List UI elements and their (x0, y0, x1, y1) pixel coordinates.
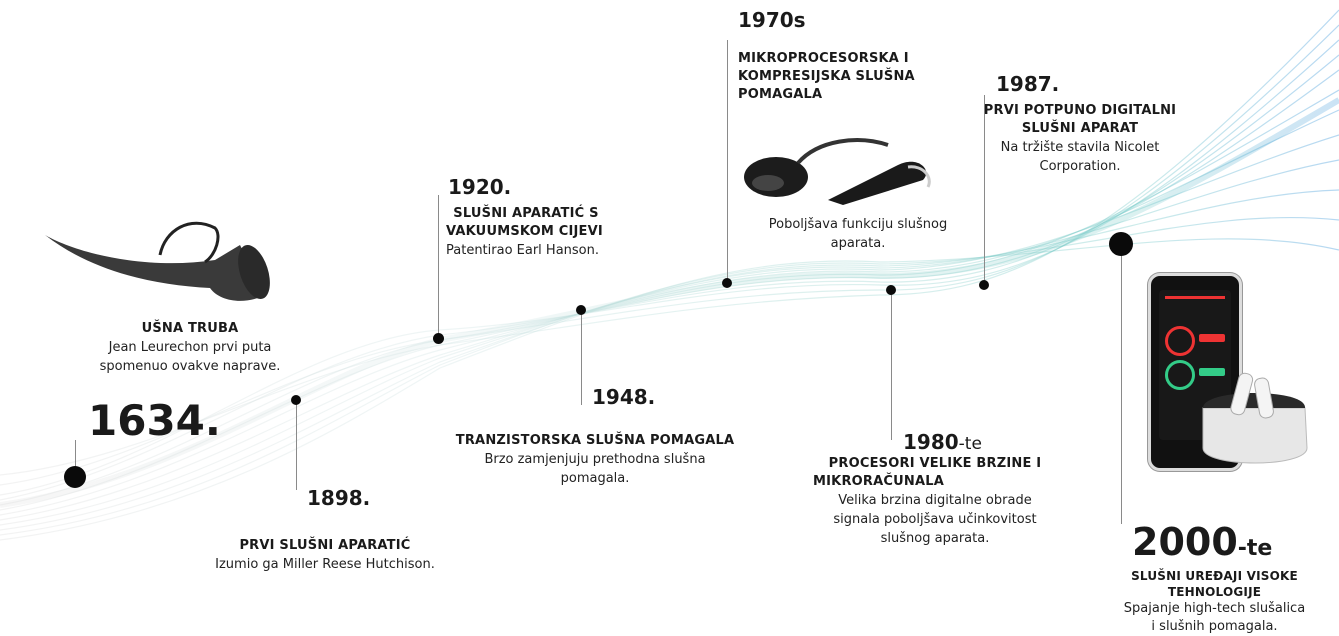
event-1987-title-line: PRVI POTPUNO DIGITALNI (983, 103, 1177, 118)
event-1970s-year-number: 1970s (738, 8, 806, 32)
event-1987-desc-line: Na tržište stavila Nicolet (1000, 140, 1160, 155)
event-1898-text: PRVI SLUŠNI APARATIĆ Izumio ga Miller Re… (175, 537, 475, 574)
event-2000te-title-line: TEHNOLOGIJE (1167, 585, 1262, 599)
event-1920-year-suffix: . (503, 175, 512, 199)
event-2000te-title-line: SLUŠNI UREĐAJI VISOKE (1131, 569, 1298, 583)
timeline-dot-2000te (1109, 232, 1133, 256)
connector-line-1980te (891, 290, 892, 440)
event-1980te-year-number: 1980 (903, 430, 959, 454)
event-1987-desc-line: Corporation. (1039, 159, 1121, 174)
earbuds-case-image (1202, 372, 1308, 464)
event-1634-year-number: 1634 (88, 396, 205, 445)
event-1634-desc-line: Jean Leurechon prvi puta (108, 340, 272, 355)
timeline-dot-1948 (576, 305, 586, 315)
event-1980te-desc-line: slušnog aparata. (880, 531, 990, 546)
event-1948-year: 1948. (592, 385, 655, 409)
connector-line-1948 (581, 310, 582, 405)
event-1980te-year-suffix: -te (958, 434, 982, 454)
event-1970s-year: 1970s (738, 8, 806, 32)
connector-line-1920 (438, 195, 439, 338)
timeline-dot-1987 (979, 280, 989, 290)
event-1898-year-suffix: . (362, 486, 371, 510)
event-1970s-title-line: POMAGALA (738, 87, 823, 102)
event-1920-desc-line: Patentirao Earl Hanson. (446, 243, 600, 258)
event-1920-title-line: VAKUUMSKOM CIJEVI (446, 224, 603, 239)
event-2000te-year-number: 2000 (1132, 520, 1238, 564)
event-1948-year-number: 1948 (592, 385, 648, 409)
event-1948-desc-line: Brzo zamjenjuju prethodna slušna (484, 452, 706, 467)
event-2000te-year: 2000-te (1132, 520, 1272, 571)
event-2000te-year-suffix: -te (1237, 536, 1273, 561)
event-1920-year-number: 1920 (448, 175, 504, 199)
event-1634-title: UŠNA TRUBA (141, 321, 239, 336)
event-1980te-title-line: PROCESORI VELIKE BRZINE I (828, 456, 1042, 471)
event-1920-title-line: SLUŠNI APARATIĆ S (453, 206, 599, 221)
connector-line-1898 (296, 400, 297, 490)
event-1948-text: TRANZISTORSKA SLUŠNA POMAGALA Brzo zamje… (420, 432, 770, 488)
event-1970s-desc-line: aparata. (830, 236, 886, 251)
event-2000te-desc-line: Spajanje high-tech slušalica (1123, 601, 1306, 616)
event-1634-year-suffix: . (204, 396, 221, 445)
event-1634-text: UŠNA TRUBA Jean Leurechon prvi puta spom… (55, 320, 325, 376)
event-1970s-title-line: MIKROPROCESORSKA I (738, 51, 909, 66)
event-1898-year: 1898. (307, 486, 370, 510)
connector-line-1970s (727, 40, 728, 283)
smartphone-image (1148, 273, 1242, 471)
event-1987-year-suffix: . (1051, 72, 1060, 96)
hearing-aid-image (744, 138, 931, 205)
ear-trumpet-image (45, 221, 270, 301)
timeline-dot-1970s (722, 278, 732, 288)
timeline-dot-1898 (291, 395, 301, 405)
event-1948-year-suffix: . (647, 385, 656, 409)
event-2000te-desc-line: i slušnih pomagala. (1151, 619, 1278, 634)
event-1970s-title-line: KOMPRESIJSKA SLUŠNA (738, 69, 915, 84)
event-1948-title: TRANZISTORSKA SLUŠNA POMAGALA (455, 433, 735, 448)
event-2000te-text: SLUŠNI UREĐAJI VISOKE TEHNOLOGIJE Spajan… (1090, 568, 1339, 636)
event-1980te-title-line: MIKRORAČUNALA (813, 474, 944, 489)
event-1987-year-number: 1987 (996, 72, 1052, 96)
event-1980te-year: 1980-te (903, 430, 982, 456)
event-1980te-text: PROCESORI VELIKE BRZINE I MIKRORAČUNALA … (790, 455, 1080, 548)
timeline-dot-1980te (886, 285, 896, 295)
event-1987-year: 1987. (996, 72, 1059, 96)
event-1948-desc-line: pomagala. (560, 471, 630, 486)
event-1920-text: SLUŠNI APARATIĆ S VAKUUMSKOM CIJEVI Pate… (446, 205, 666, 260)
event-1898-year-number: 1898 (307, 486, 363, 510)
event-1920-year: 1920. (448, 175, 511, 199)
event-1970s-desc: Poboljšava funkciju slušnog aparata. (728, 215, 988, 253)
event-1980te-desc-line: signala poboljšava učinkovitost (833, 512, 1037, 527)
event-1898-title: PRVI SLUŠNI APARATIĆ (239, 538, 411, 553)
event-1634-year: 1634. (88, 397, 221, 445)
connector-line-1634 (75, 440, 76, 478)
event-1898-desc-line: Izumio ga Miller Reese Hutchison. (215, 557, 435, 572)
event-1987-text: PRVI POTPUNO DIGITALNI SLUŠNI APARAT Na … (980, 102, 1180, 176)
connector-line-2000te (1121, 244, 1122, 524)
timeline-dot-1634 (64, 466, 86, 488)
event-1970s-title: MIKROPROCESORSKA I KOMPRESIJSKA SLUŠNA P… (738, 50, 968, 104)
connector-line-1987 (984, 95, 985, 285)
timeline-dot-1920 (433, 333, 444, 344)
event-1980te-desc-line: Velika brzina digitalne obrade (838, 493, 1032, 508)
event-1987-title-line: SLUŠNI APARAT (1021, 121, 1139, 136)
event-1634-desc-line: spomenuo ovakve naprave. (99, 359, 281, 374)
event-1970s-desc-line: Poboljšava funkciju slušnog (768, 217, 948, 232)
